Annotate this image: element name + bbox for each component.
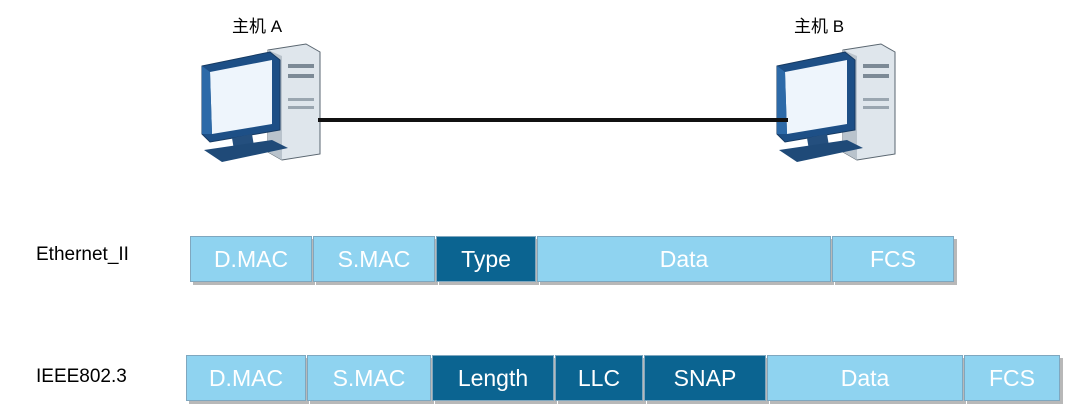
ieee802-3-frame: D.MAC S.MAC Length LLC SNAP Data FCS <box>186 355 1061 401</box>
ieee-field-length: Length <box>432 355 554 401</box>
eth-field-type: Type <box>436 236 536 282</box>
desktop-computer-icon <box>776 43 896 162</box>
ethernet-ii-label: Ethernet_II <box>36 244 129 265</box>
network-cable <box>318 118 788 122</box>
eth-field-data: Data <box>537 236 831 282</box>
ieee-field-data: Data <box>767 355 963 401</box>
desktop-computer-icon <box>201 43 321 162</box>
eth-field-fcs: FCS <box>832 236 954 282</box>
eth-field-dmac: D.MAC <box>190 236 312 282</box>
eth-field-smac: S.MAC <box>313 236 435 282</box>
ethernet-ii-frame: D.MAC S.MAC Type Data FCS <box>190 236 955 282</box>
host-a-label: 主机 A <box>232 17 283 36</box>
ieee-field-dmac: D.MAC <box>186 355 306 401</box>
host-b-label: 主机 B <box>794 17 845 36</box>
ieee-field-smac: S.MAC <box>307 355 431 401</box>
ieee-field-fcs: FCS <box>964 355 1060 401</box>
ieee802-3-label: IEEE802.3 <box>36 366 127 387</box>
ieee-field-snap: SNAP <box>644 355 766 401</box>
ieee-field-llc: LLC <box>555 355 643 401</box>
